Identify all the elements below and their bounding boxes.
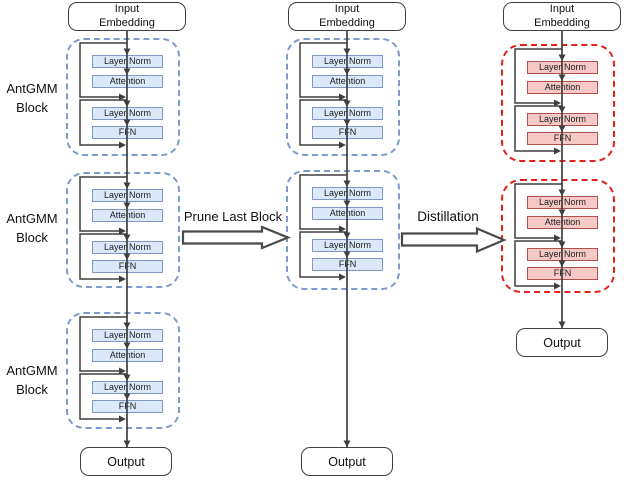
- skip-connection-wires-original: [79, 42, 127, 420]
- input-embedding-node-distilled: Input Embedding: [503, 2, 621, 31]
- input-embedding-node-original: Input Embedding: [68, 2, 186, 31]
- antgmm-block-label-3: AntGMM Block: [6, 363, 58, 397]
- output-node-pruned: Output: [301, 447, 393, 476]
- distillation-arrow: [400, 226, 507, 254]
- prune-arrow: [181, 225, 291, 250]
- prune-last-block-label: Prune Last Block: [183, 209, 283, 224]
- junction-arrowheads-original: [119, 93, 126, 423]
- output-node-original: Output: [80, 447, 172, 476]
- skip-connection-wires-pruned: [299, 42, 347, 278]
- skip-connection-wires-distilled: [514, 48, 562, 287]
- output-node-distilled: Output: [516, 328, 608, 357]
- down-arrowheads-distilled: [558, 54, 566, 328]
- distillation-label: Distillation: [417, 209, 479, 224]
- input-embedding-node-pruned: Input Embedding: [288, 2, 406, 31]
- antgmm-block-label-1: AntGMM Block: [6, 81, 58, 115]
- antgmm-block-label-2: AntGMM Block: [6, 211, 58, 245]
